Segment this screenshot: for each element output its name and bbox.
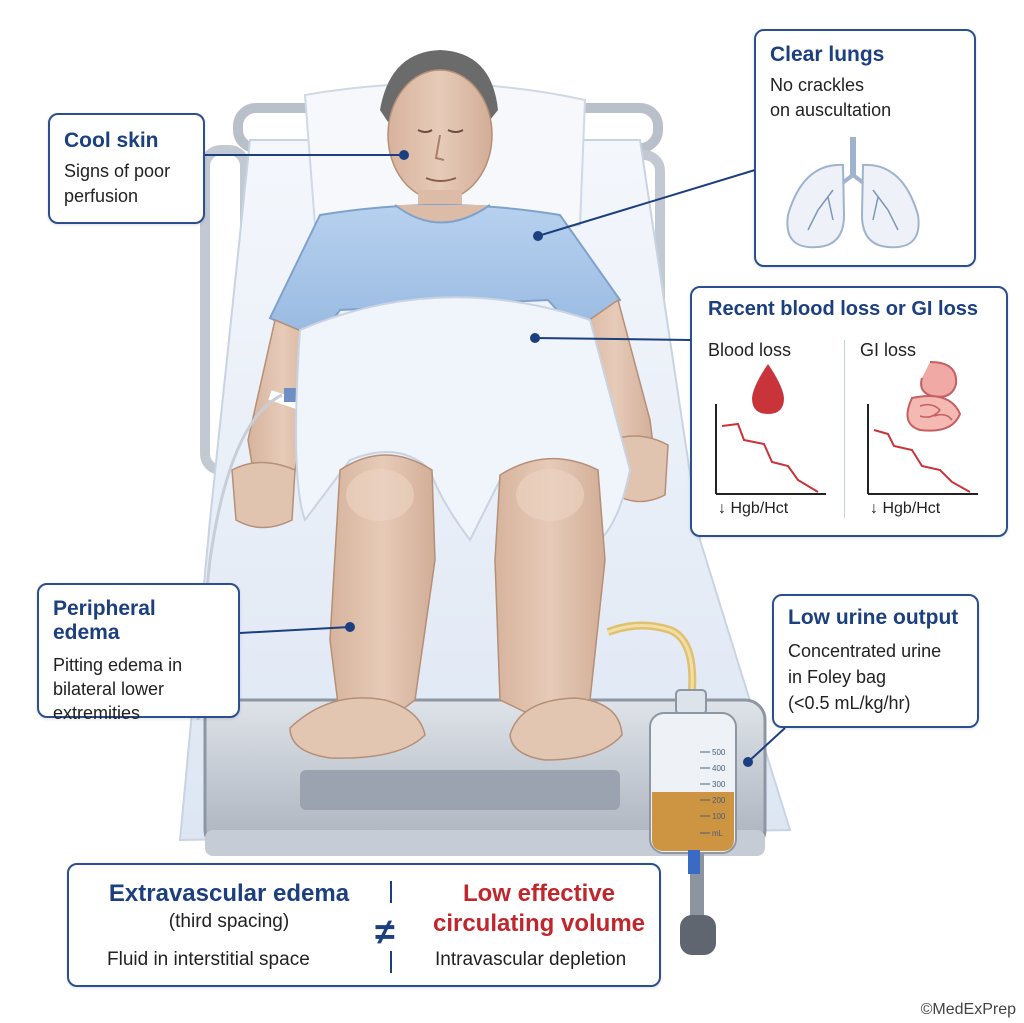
gi-loss-panel: GI loss ↓ Hgb/Hct xyxy=(860,340,1000,517)
peripheral-edema-callout: Peripheral edema Pitting edema in bilate… xyxy=(37,583,240,723)
scale-mark: 400 xyxy=(712,764,726,773)
gi-tract-icon xyxy=(906,361,962,432)
circulating-volume-description: Intravascular depletion xyxy=(435,949,627,970)
urine-fill xyxy=(652,792,734,851)
circulating-volume-title-line2: circulating volume xyxy=(432,910,646,937)
clear-lungs-callout: Clear lungs No crackles on auscultation xyxy=(754,29,976,267)
callout-text: extremities xyxy=(53,703,141,723)
low-urine-output-callout: Low urine output Concentrated urine in F… xyxy=(772,594,979,728)
scale-mark: 100 xyxy=(712,812,726,821)
callout-text: Signs of poor xyxy=(64,161,171,181)
extravascular-title: Extravascular edema xyxy=(108,880,350,907)
callout-title: Recent blood loss or GI loss xyxy=(708,298,979,320)
copyright-notice: ©MedExPrep xyxy=(920,1001,1016,1018)
extravascular-column: Extravascular edema (third spacing) xyxy=(69,879,389,933)
gi-loss-graph xyxy=(867,361,978,495)
blood-gi-loss-callout: Recent blood loss or GI loss Blood loss … xyxy=(690,286,1008,537)
panel-divider xyxy=(844,340,845,518)
hgb-hct-label: ↓ Hgb/Hct xyxy=(718,500,789,517)
scale-mark: mL xyxy=(712,829,724,838)
circulating-volume-column: Low effective circulating volume xyxy=(417,879,661,939)
callout-title: Cool skin xyxy=(64,129,159,152)
callout-title: Peripheral edema xyxy=(53,597,156,644)
callout-text: in Foley bag xyxy=(788,667,887,687)
callout-title: Clear lungs xyxy=(770,43,885,66)
divider-bar xyxy=(390,951,392,973)
callout-text: perfusion xyxy=(64,186,139,206)
callout-text: No crackles xyxy=(770,75,865,95)
patient-legs xyxy=(289,454,623,761)
foley-scale: 500 400 300 200 100 mL xyxy=(700,748,726,838)
divider-bar xyxy=(390,881,392,903)
blood-loss-graph xyxy=(715,364,826,495)
leader-lines xyxy=(205,150,786,767)
callout-text: Pitting edema in xyxy=(53,655,183,675)
foley-bag: 500 400 300 200 100 mL xyxy=(606,621,737,874)
extravascular-subtitle: (third spacing) xyxy=(168,911,290,932)
comparison-box: Extravascular edema (third spacing) Flui… xyxy=(67,863,661,987)
lungs-icon xyxy=(786,137,920,249)
not-equal-symbol: ≠ xyxy=(375,911,395,952)
blood-loss-panel: Blood loss ↓ Hgb/Hct xyxy=(708,340,848,517)
hospital-gown xyxy=(268,204,622,342)
blood-loss-label: Blood loss xyxy=(708,340,792,360)
hgb-hct-label: ↓ Hgb/Hct xyxy=(870,500,941,517)
blood-drop-icon xyxy=(752,364,784,414)
circulating-volume-title-line1: Low effective xyxy=(462,880,616,907)
scale-mark: 200 xyxy=(712,796,726,805)
callout-text: (<0.5 mL/kg/hr) xyxy=(788,693,911,713)
callout-text: Concentrated urine xyxy=(788,641,942,661)
gi-loss-label: GI loss xyxy=(860,340,917,360)
callout-text: bilateral lower xyxy=(53,679,165,699)
callout-text: on auscultation xyxy=(770,100,892,120)
scale-mark: 300 xyxy=(712,780,726,789)
extravascular-description: Fluid in interstitial space xyxy=(107,949,310,970)
cool-skin-callout: Cool skin Signs of poor perfusion xyxy=(48,113,205,224)
callout-title: Low urine output xyxy=(788,606,959,629)
scale-mark: 500 xyxy=(712,748,726,757)
